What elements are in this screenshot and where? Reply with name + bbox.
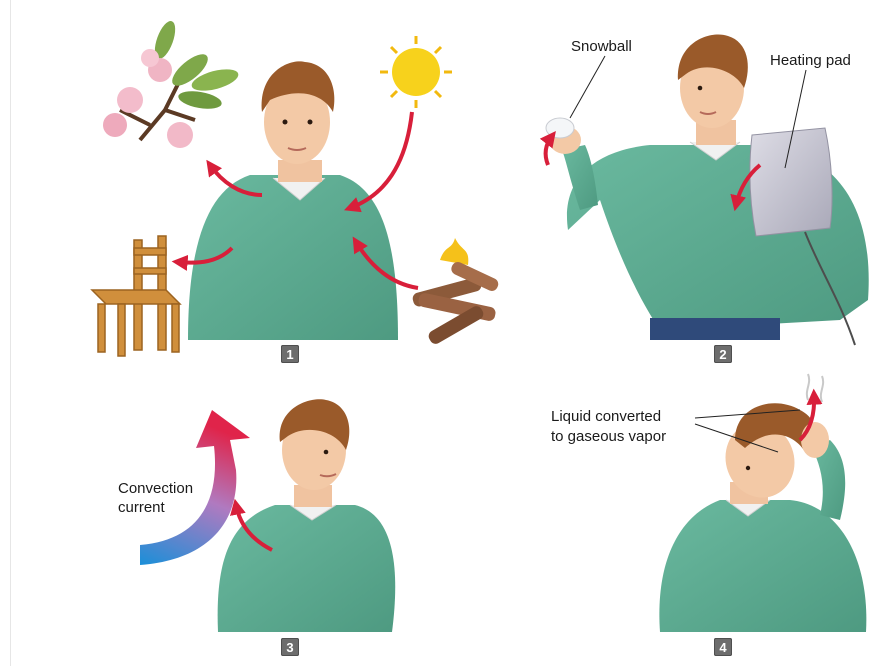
- convection-label-line2: current: [118, 499, 165, 517]
- convection-label-line1: Convection: [118, 480, 193, 498]
- panel-3-convection: [140, 399, 395, 632]
- chair-icon: [92, 236, 180, 356]
- heating-pad-label: Heating pad: [770, 52, 851, 70]
- panel-3-badge: 3: [281, 638, 299, 656]
- snowball-icon: [546, 118, 574, 138]
- blossom-branch-icon: [103, 18, 241, 148]
- snowball-label: Snowball: [571, 38, 632, 56]
- panel-2-badge: 2: [714, 345, 732, 363]
- sun-icon: [380, 36, 452, 108]
- campfire-icon: [411, 238, 500, 346]
- person-4: [659, 403, 866, 632]
- panel-2-conduction: [546, 35, 869, 345]
- panel-4-evaporation: [659, 374, 866, 632]
- vapor-label-line2: to gaseous vapor: [551, 428, 666, 446]
- panel-1-conduction-radiation: [92, 18, 500, 356]
- panel-4-badge: 4: [714, 638, 732, 656]
- panel-1-badge: 1: [281, 345, 299, 363]
- vapor-label-line1: Liquid converted: [551, 408, 661, 426]
